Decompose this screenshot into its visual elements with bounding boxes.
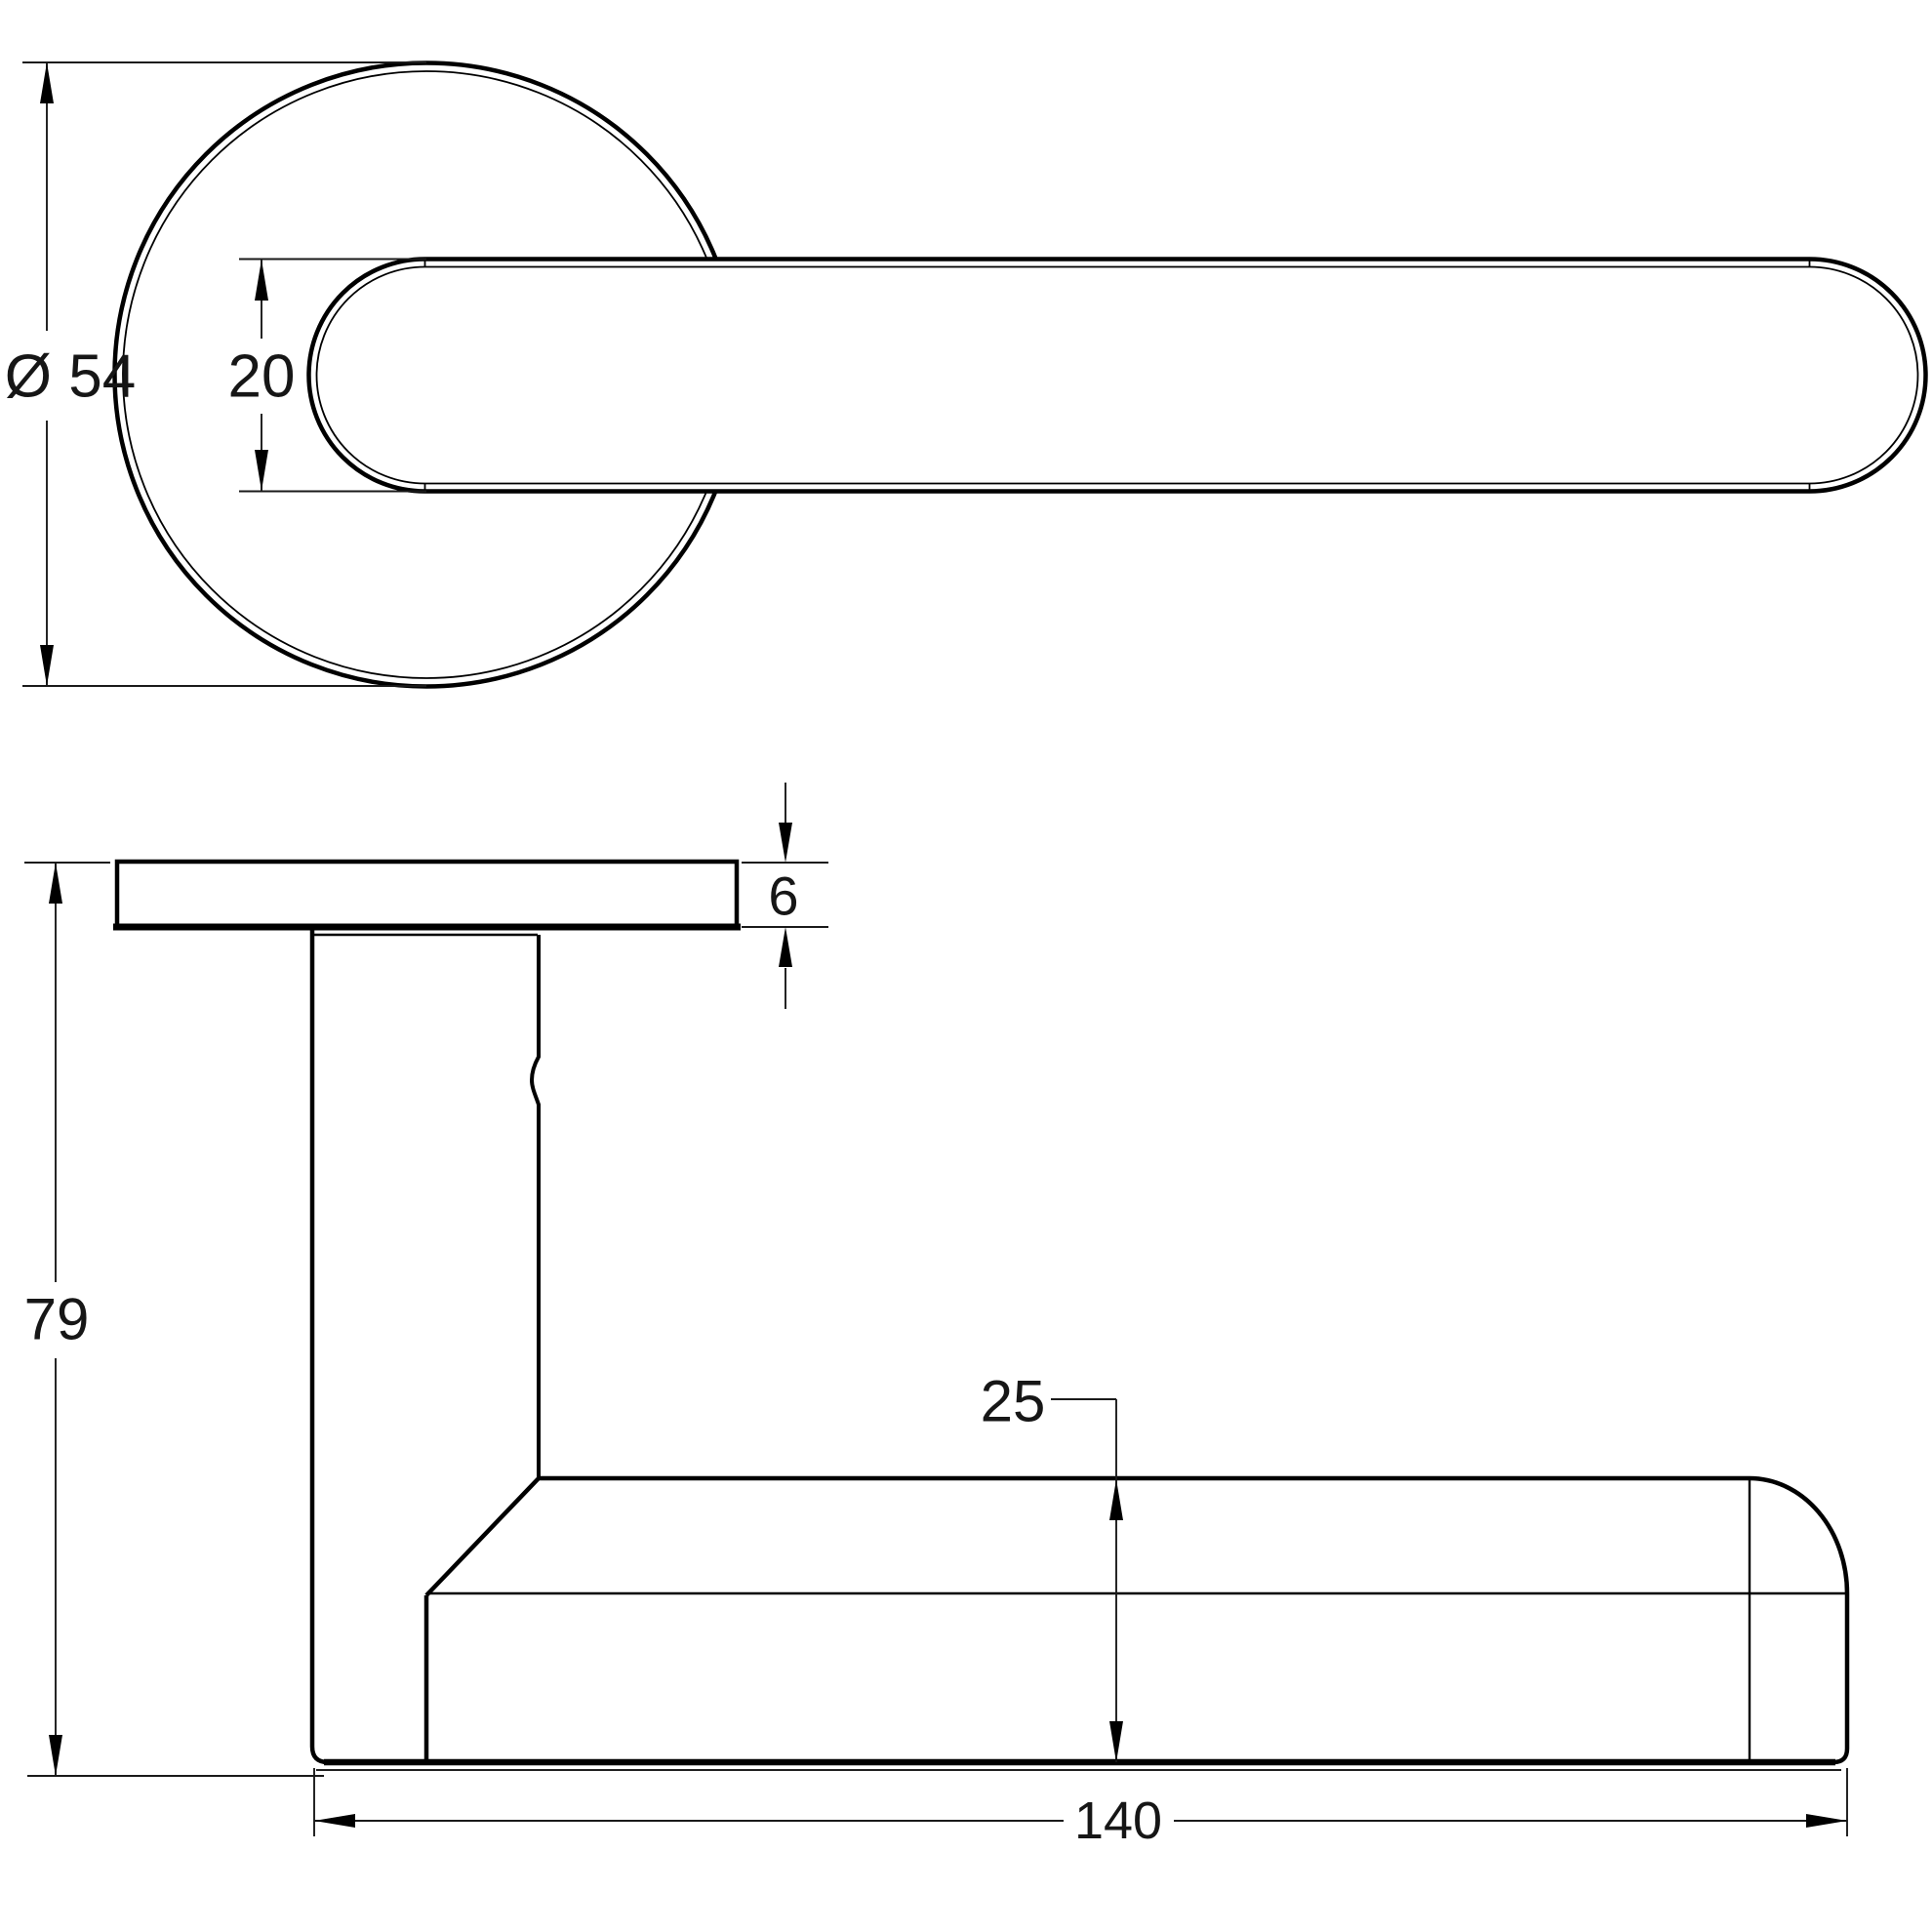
arrow-down-icon: [40, 645, 54, 686]
dim-lever-length-label: 140: [1074, 1791, 1162, 1850]
arrow-down-icon: [49, 1735, 62, 1776]
dim-overall-height-label: 79: [24, 1287, 90, 1352]
dim-overall-height-extension-lines: [24, 862, 324, 1777]
dim-lever-width-extension-lines: [239, 258, 426, 493]
grip-heel-chamfer: [424, 1476, 541, 1597]
dim-rose-thickness: 6: [742, 783, 828, 1009]
dim-rose-diameter: Ø 54: [5, 61, 426, 687]
arrow-up-icon: [40, 62, 54, 103]
dim-rose-diameter-extension-lines: [22, 61, 426, 687]
grip-end-edge: [1832, 1593, 1850, 1765]
neck-right-edge: [529, 935, 541, 1478]
lever-outline: [306, 257, 1928, 494]
dim-lever-width-label: 20: [228, 343, 296, 411]
rose-side-profile: [114, 859, 740, 930]
dim-overall-height: 79: [24, 862, 324, 1777]
grip-end-round-corner: [1749, 1475, 1850, 1594]
arrow-up-icon: [49, 863, 62, 904]
dim-rose-diameter-label: Ø 54: [5, 343, 136, 411]
plan-view: Ø 54 20: [5, 60, 1928, 689]
arrow-left-icon: [314, 1814, 355, 1828]
arrow-down-icon: [255, 450, 268, 491]
dim-rose-thickness-label: 6: [768, 865, 798, 927]
arrow-up-icon: [1109, 1479, 1123, 1520]
arrow-up-icon: [779, 927, 792, 967]
arrow-down-icon: [1109, 1721, 1123, 1762]
side-view: 6 79 25 140: [24, 783, 1850, 1850]
arrow-down-icon: [779, 823, 792, 863]
dim-lever-length-extension-lines: [313, 1768, 1848, 1836]
dim-grip-depth: 25: [981, 1369, 1123, 1762]
dim-grip-depth-label: 25: [981, 1369, 1046, 1434]
dim-rose-thickness-extension-lines: [742, 862, 828, 928]
neck-left-edge: [309, 929, 329, 1765]
arrow-up-icon: [255, 260, 268, 301]
lever-edge-ticks: [423, 259, 1811, 492]
arrow-right-icon: [1806, 1814, 1847, 1828]
dim-lever-width: 20: [228, 258, 426, 493]
dim-lever-length: 140: [313, 1768, 1848, 1850]
